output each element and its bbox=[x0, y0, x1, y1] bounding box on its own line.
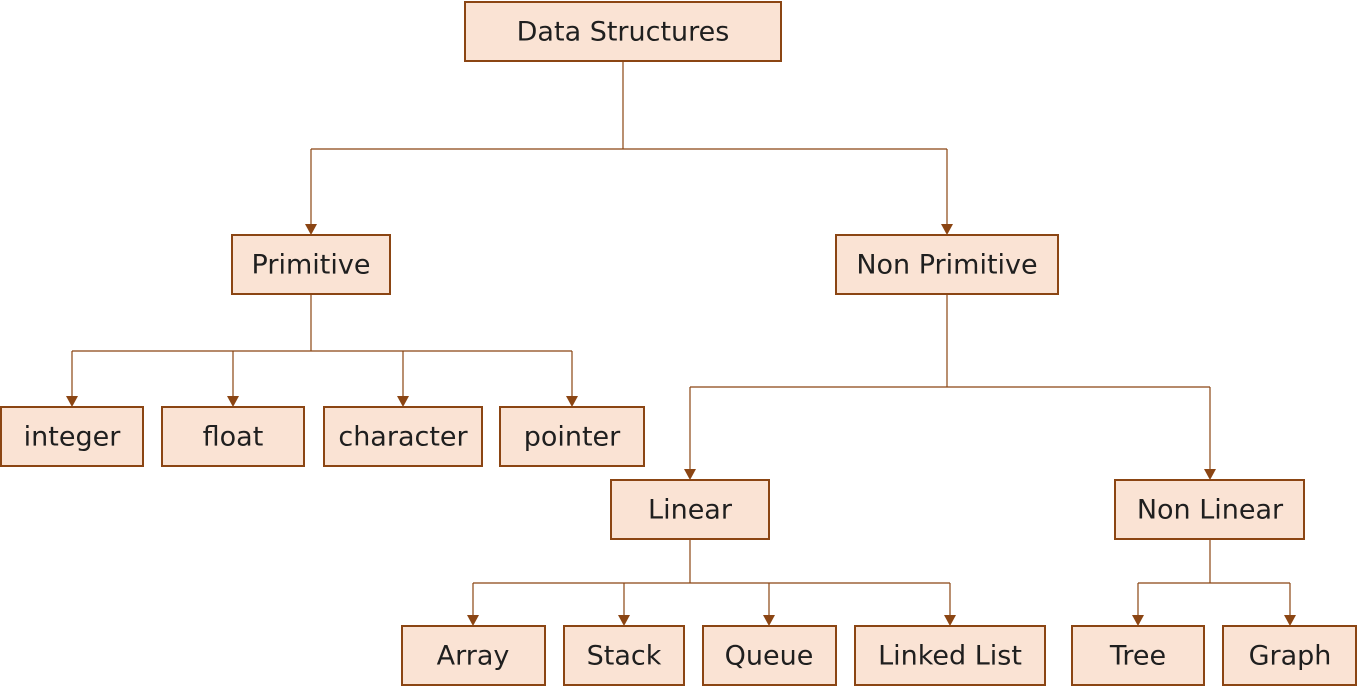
arrowhead-primitive bbox=[305, 224, 317, 235]
arrowhead-float bbox=[227, 396, 239, 407]
node-integer: integer bbox=[0, 406, 144, 467]
node-pointer-label: pointer bbox=[524, 422, 621, 453]
node-linear: Linear bbox=[610, 479, 770, 540]
arrowhead-array bbox=[467, 615, 479, 626]
arrowhead-tree bbox=[1132, 615, 1144, 626]
node-primitive: Primitive bbox=[231, 234, 391, 295]
node-non-primitive-label: Non Primitive bbox=[856, 250, 1037, 281]
node-linear-label: Linear bbox=[648, 495, 733, 526]
arrowhead-graph bbox=[1284, 615, 1296, 626]
arrowhead-stack bbox=[618, 615, 630, 626]
connector-linear bbox=[472, 539, 951, 617]
arrowhead-integer bbox=[66, 396, 78, 407]
arrowhead-non-primitive bbox=[941, 224, 953, 235]
connector-non-linear bbox=[1137, 539, 1291, 617]
node-integer-label: integer bbox=[24, 422, 122, 453]
node-non-linear-label: Non Linear bbox=[1137, 495, 1284, 526]
connectors bbox=[66, 61, 1296, 626]
node-graph-label: Graph bbox=[1249, 641, 1332, 672]
arrowhead-linked-list bbox=[944, 615, 956, 626]
arrowhead-linear bbox=[684, 469, 696, 480]
node-float: float bbox=[161, 406, 305, 467]
node-pointer: pointer bbox=[499, 406, 645, 467]
arrowhead-pointer bbox=[566, 396, 578, 407]
node-non-primitive: Non Primitive bbox=[835, 234, 1059, 295]
node-linked-list: Linked List bbox=[854, 625, 1046, 686]
node-stack: Stack bbox=[563, 625, 685, 686]
connector-non-primitive bbox=[689, 294, 1211, 471]
connector-root bbox=[310, 61, 948, 226]
node-tree: Tree bbox=[1071, 625, 1205, 686]
node-tree-label: Tree bbox=[1109, 641, 1166, 672]
node-character: character bbox=[323, 406, 483, 467]
node-array-label: Array bbox=[437, 641, 510, 672]
connector-primitive bbox=[71, 294, 573, 398]
node-character-label: character bbox=[338, 422, 468, 453]
node-array: Array bbox=[401, 625, 546, 686]
node-linked-list-label: Linked List bbox=[878, 641, 1022, 672]
node-primitive-label: Primitive bbox=[252, 250, 371, 281]
arrowhead-queue bbox=[763, 615, 775, 626]
arrowhead-non-linear bbox=[1204, 469, 1216, 480]
node-data-structures: Data Structures bbox=[464, 1, 782, 62]
node-queue: Queue bbox=[702, 625, 837, 686]
node-stack-label: Stack bbox=[587, 641, 662, 672]
node-float-label: float bbox=[203, 422, 264, 453]
node-data-structures-label: Data Structures bbox=[517, 17, 730, 48]
node-non-linear: Non Linear bbox=[1114, 479, 1305, 540]
node-queue-label: Queue bbox=[725, 641, 814, 672]
node-graph: Graph bbox=[1222, 625, 1357, 686]
arrowhead-character bbox=[397, 396, 409, 407]
